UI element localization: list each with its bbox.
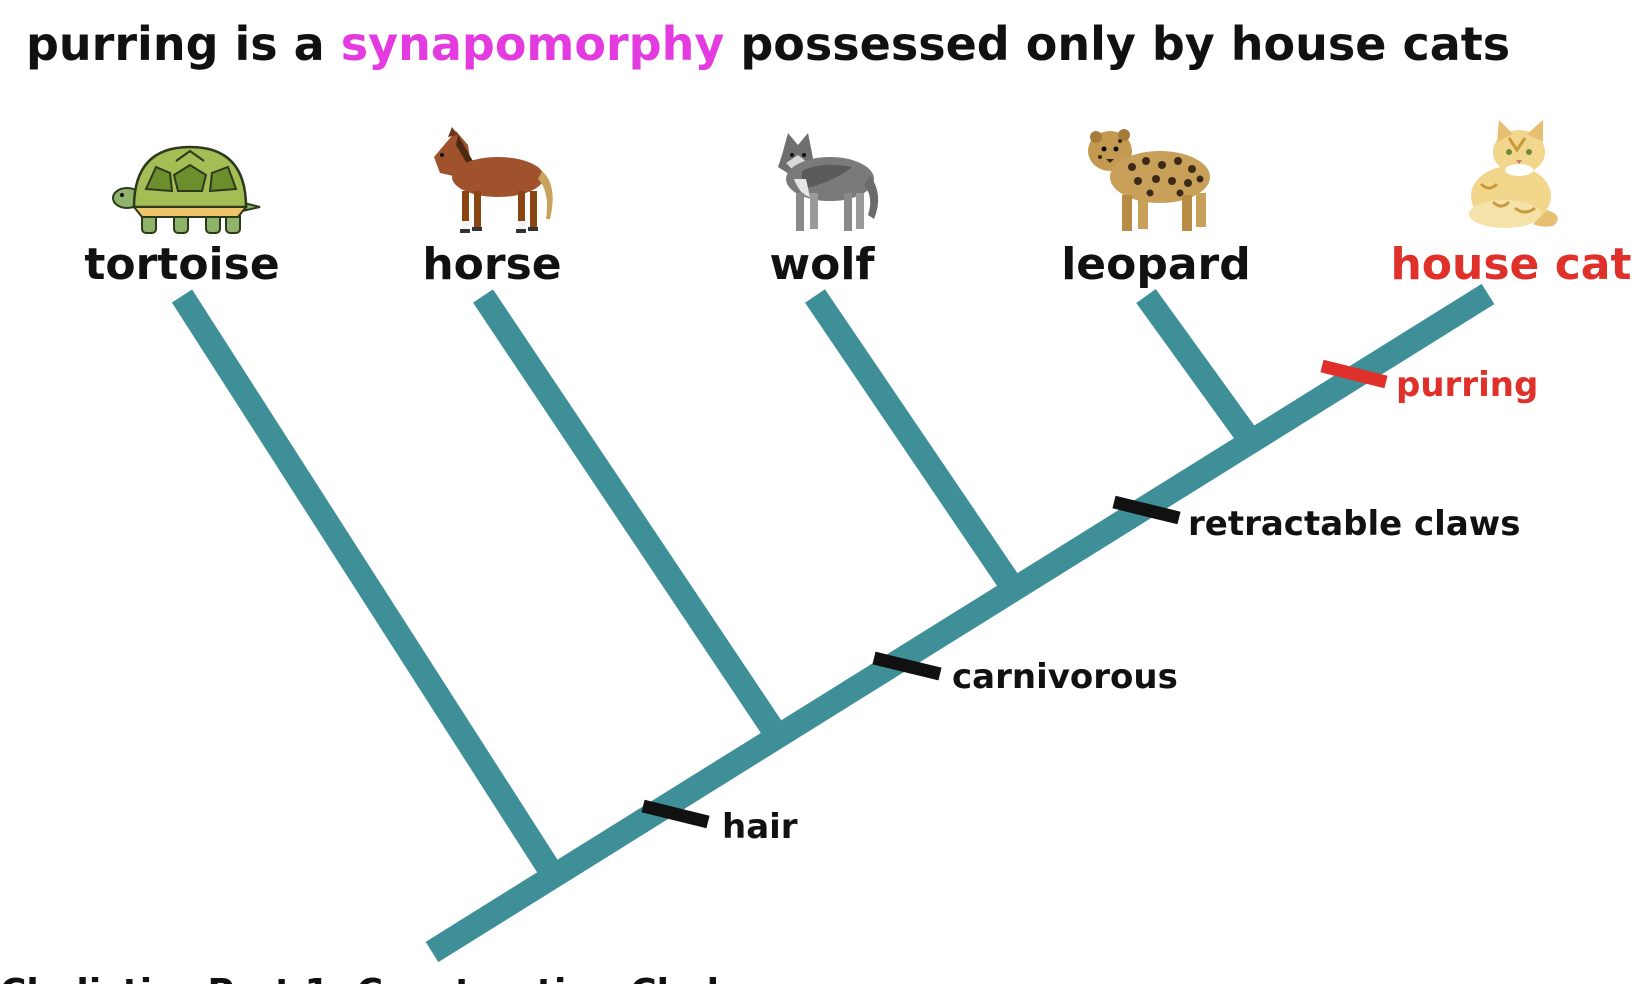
trait-mark-retractable-claws [1112,495,1181,525]
taxon-label-leopard: leopard [1061,239,1251,290]
title-prefix: purring is a [26,17,341,71]
trait-mark-purring [1320,359,1388,389]
title-highlight: synapomorphy [341,17,725,71]
leopard-icon [1088,129,1210,231]
trait-label-hair: hair [722,807,798,847]
cladogram-branches [171,283,1495,963]
trait-label-carnivorous: carnivorous [952,657,1178,697]
trait-mark-hair [641,799,710,829]
taxon-label-wolf: wolf [769,239,875,290]
footer-caption: Cladistics Part 1: Constructing Clade [0,972,743,984]
wolf-icon [778,133,879,231]
taxon-labels: tortoise horse wolf leopard house cat [84,239,1631,290]
branch-leopard [1136,288,1260,448]
page-title: purring is a synapomorphy possessed only… [26,17,1510,71]
horse-icon [434,127,553,233]
title-suffix: possessed only by house cats [724,17,1510,71]
trait-label-purring: purring [1396,365,1538,405]
branch-horse [473,289,788,744]
taxon-label-tortoise: tortoise [84,239,279,290]
trait-mark-carnivorous [872,651,942,681]
taxon-label-horse: horse [422,239,561,290]
trait-labels: hair carnivorous retractable claws purri… [722,365,1538,847]
branch-wolf [805,289,1023,595]
tortoise-icon [112,145,261,234]
taxon-label-house-cat: house cat [1390,239,1631,290]
main-trunk [425,283,1495,963]
trait-label-retractable-claws: retractable claws [1188,504,1520,544]
branch-tortoise [171,289,566,885]
trait-marks [641,359,1388,829]
house-cat-icon [1469,120,1558,228]
